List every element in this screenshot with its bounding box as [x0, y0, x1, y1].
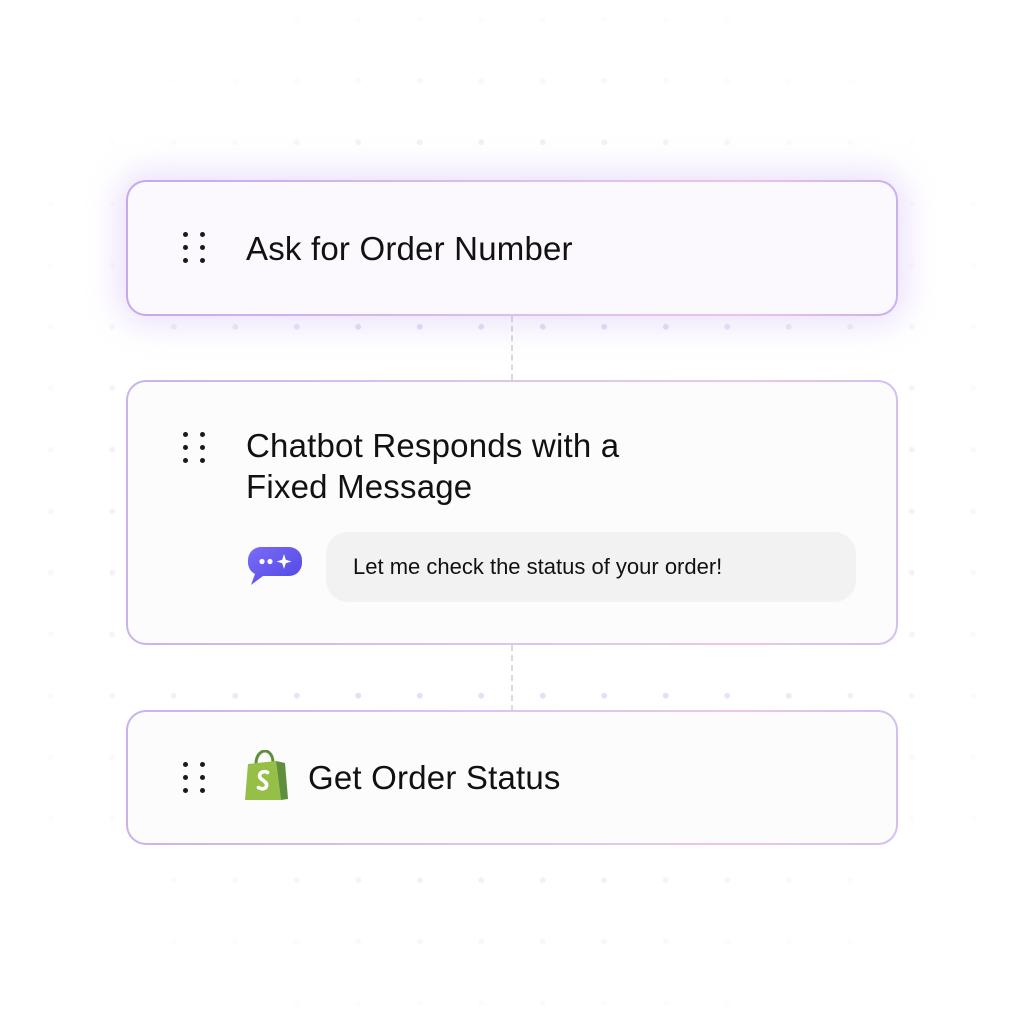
step-title: Ask for Order Number [246, 230, 573, 267]
flow-step-get-order-status[interactable]: Get Order Status [126, 710, 898, 845]
shopify-bag-icon [245, 750, 288, 800]
step-title-line-1: Chatbot Responds with a [246, 427, 620, 464]
step-title: Chatbot Responds with a Fixed Message [246, 425, 706, 507]
drag-handle-icon[interactable] [183, 432, 205, 466]
flow-step-ask-order-number[interactable]: Ask for Order Number [126, 180, 898, 316]
step-title-line-2: Fixed Message [246, 468, 473, 505]
drag-handle-icon[interactable] [183, 232, 205, 266]
fixed-message-bubble: Let me check the status of your order! [326, 532, 856, 602]
chat-bubble-sparkle-icon [248, 547, 302, 585]
drag-handle-icon[interactable] [183, 762, 205, 796]
step-title: Get Order Status [308, 759, 561, 796]
connector-line [511, 645, 513, 711]
connector-line [511, 316, 513, 380]
flow-step-chatbot-fixed-message[interactable]: Chatbot Responds with a Fixed Message Let… [126, 380, 898, 645]
